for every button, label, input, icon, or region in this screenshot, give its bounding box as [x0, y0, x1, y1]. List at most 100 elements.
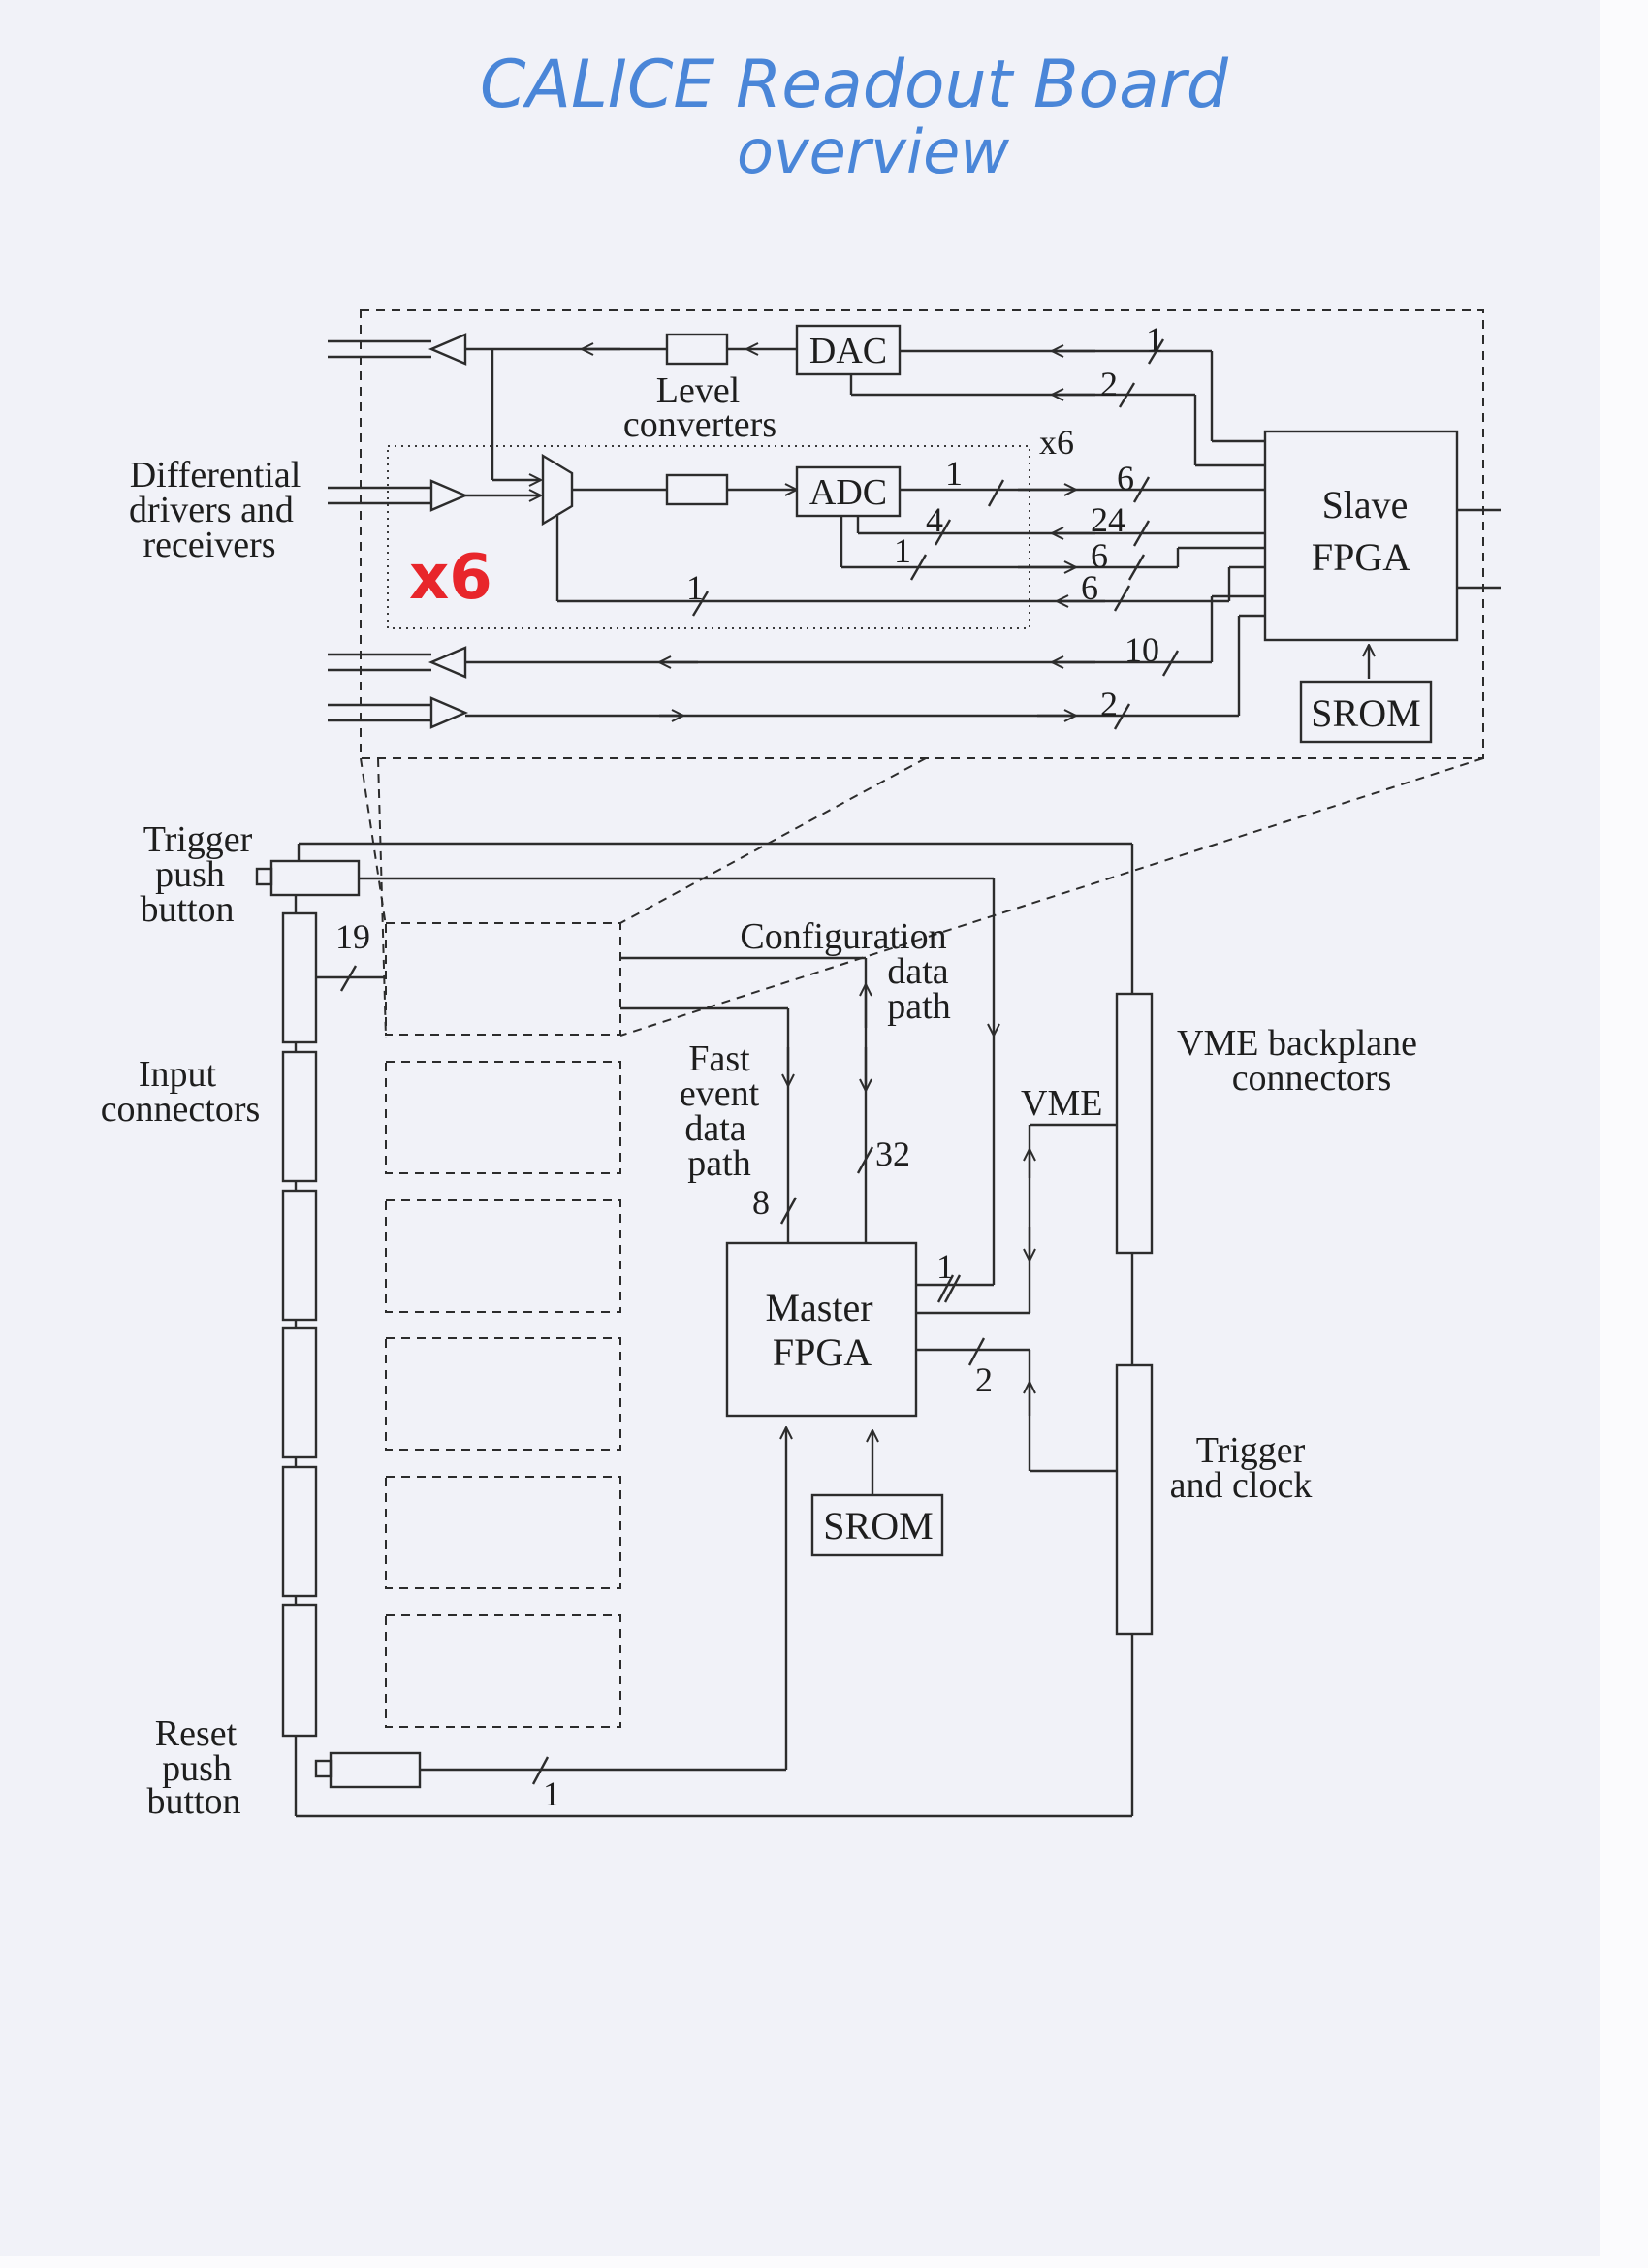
driver-triangle: [428, 333, 467, 366]
bus-width-slave-6a: 6: [1117, 459, 1134, 497]
lower-io-rows: 10 2: [328, 594, 1265, 730]
input-connector: [281, 1050, 318, 1183]
channel-boxes: [385, 922, 621, 1728]
reset-push-label-2: push: [162, 1748, 232, 1789]
paper-edge: [1600, 0, 1648, 2268]
adc-buses: 1 6 4 24 1 6 6: [840, 454, 1265, 612]
slave-fpga-label-1: Slave: [1322, 483, 1409, 527]
input-connector: [281, 1326, 318, 1459]
vme-backplane-label-1: VME backplane: [1177, 1023, 1417, 1064]
master-fpga-label-1: Master: [765, 1286, 872, 1329]
input-connectors: [281, 895, 318, 1738]
adc-channel: 1: [328, 453, 1229, 617]
top-driver-path: [328, 333, 797, 480]
receiver-triangle: [429, 479, 469, 512]
trigger-clock-label-2: and clock: [1170, 1465, 1313, 1506]
data-paths: 32 8: [620, 956, 910, 1243]
bus-width-master-2: 2: [975, 1360, 993, 1399]
input-connector: [281, 1603, 318, 1738]
level-converter-top: [665, 333, 729, 366]
driver-triangle-lower: [428, 646, 467, 679]
adc-label: ADC: [809, 472, 887, 513]
fast-event-label-2: event: [680, 1073, 760, 1114]
title-line-1: CALICE Readout Board: [480, 47, 1229, 123]
master-fpga-label-2: FPGA: [773, 1330, 872, 1374]
reset-push-knob: [314, 1759, 333, 1778]
slave-fpga-block: [1263, 430, 1459, 642]
vme-label: VME: [1021, 1083, 1102, 1124]
master-fpga-block: [725, 1241, 918, 1418]
trigger-clock-label-1: Trigger: [1196, 1430, 1306, 1471]
bus-width-slave-24: 24: [1091, 500, 1125, 539]
board-outline: [294, 842, 1134, 1818]
input-connector: [281, 1465, 318, 1598]
trigger-push-label-1: Trigger: [143, 819, 253, 860]
channel-box: [385, 1199, 621, 1313]
trigger-push-label-3: button: [140, 889, 234, 930]
level-converter-adc: [665, 473, 729, 506]
bus-width-adc-1: 1: [945, 454, 963, 493]
reset-push-label-1: Reset: [155, 1713, 238, 1754]
channel-repeat-outline: [387, 445, 1030, 629]
multiplexer: [541, 453, 574, 527]
paper-bottom-edge: [0, 2256, 1648, 2268]
trigger-clock-connector: [1115, 1363, 1154, 1636]
srom-top-block: [1299, 680, 1433, 744]
bus-width-32: 32: [875, 1134, 910, 1173]
bus-width-adc-1b: 1: [894, 531, 911, 570]
bus-width-8: 8: [752, 1183, 770, 1222]
level-converters-label-2: converters: [623, 404, 776, 445]
trigger-push-knob: [255, 867, 273, 886]
x6-label: x6: [1039, 423, 1074, 462]
srom-top-label: SROM: [1311, 691, 1420, 735]
trigger-clock-link: 2: [916, 1337, 1117, 1473]
channel-box: [385, 922, 621, 1036]
title-line-2: overview: [737, 116, 1009, 187]
bus-width-reset-1: 1: [543, 1774, 560, 1813]
fast-event-label-1: Fast: [688, 1038, 750, 1079]
differential-label-3: receivers: [143, 525, 275, 565]
input-connectors-label-2: connectors: [101, 1089, 261, 1130]
bus-width-dac-out: 2: [1100, 365, 1118, 403]
bus-width-dac-in: 1: [1146, 320, 1163, 359]
trigger-push-label-2: push: [155, 854, 225, 895]
fast-event-label-4: path: [687, 1143, 750, 1184]
configuration-label-2: data: [887, 951, 948, 992]
srom-bottom-block: [810, 1493, 944, 1557]
vme-link: VME: [916, 1083, 1117, 1315]
slave-fpga-label-2: FPGA: [1312, 535, 1410, 579]
vme-backplane-connector: [1115, 992, 1154, 1255]
receiver-triangle-lower: [429, 696, 469, 729]
handwritten-x6: x6: [409, 542, 492, 614]
bus-width-master-1: 1: [936, 1247, 954, 1286]
configuration-label-1: Configuration: [740, 916, 946, 957]
differential-label-2: drivers and: [129, 490, 294, 530]
bus-width-slave-2: 2: [1100, 685, 1118, 723]
bus-width-adc-4: 4: [926, 500, 943, 539]
input-connector: [281, 911, 318, 1044]
zoom-projection-lines: [360, 757, 1484, 1038]
adc-block: [795, 465, 902, 518]
bus-width-input-19: 19: [335, 917, 370, 956]
channel-box: [385, 1614, 621, 1728]
configuration-label-3: path: [887, 986, 950, 1027]
dac-buses: 1 2: [849, 320, 1265, 467]
input-connectors-label-1: Input: [139, 1054, 217, 1095]
bus-width-slave-10: 10: [1125, 630, 1159, 669]
trigger-push-button: [269, 859, 361, 897]
channel-box: [385, 1061, 621, 1174]
handwritten-title: CALICE Readout Board overview: [480, 47, 1229, 187]
bus-width-slave-6c: 6: [1081, 568, 1098, 607]
bus-width-mux: 1: [686, 568, 704, 607]
differential-label-1: Differential: [130, 455, 301, 495]
fast-event-label-3: data: [684, 1108, 745, 1149]
channel-box: [385, 1476, 621, 1589]
srom-bottom-label: SROM: [823, 1504, 933, 1548]
level-converters-label-1: Level: [656, 370, 741, 411]
reset-push-label-3: button: [146, 1781, 240, 1822]
detail-region-outline: [360, 309, 1484, 759]
channel-box: [385, 1337, 621, 1451]
reset-push-button: [329, 1751, 422, 1789]
